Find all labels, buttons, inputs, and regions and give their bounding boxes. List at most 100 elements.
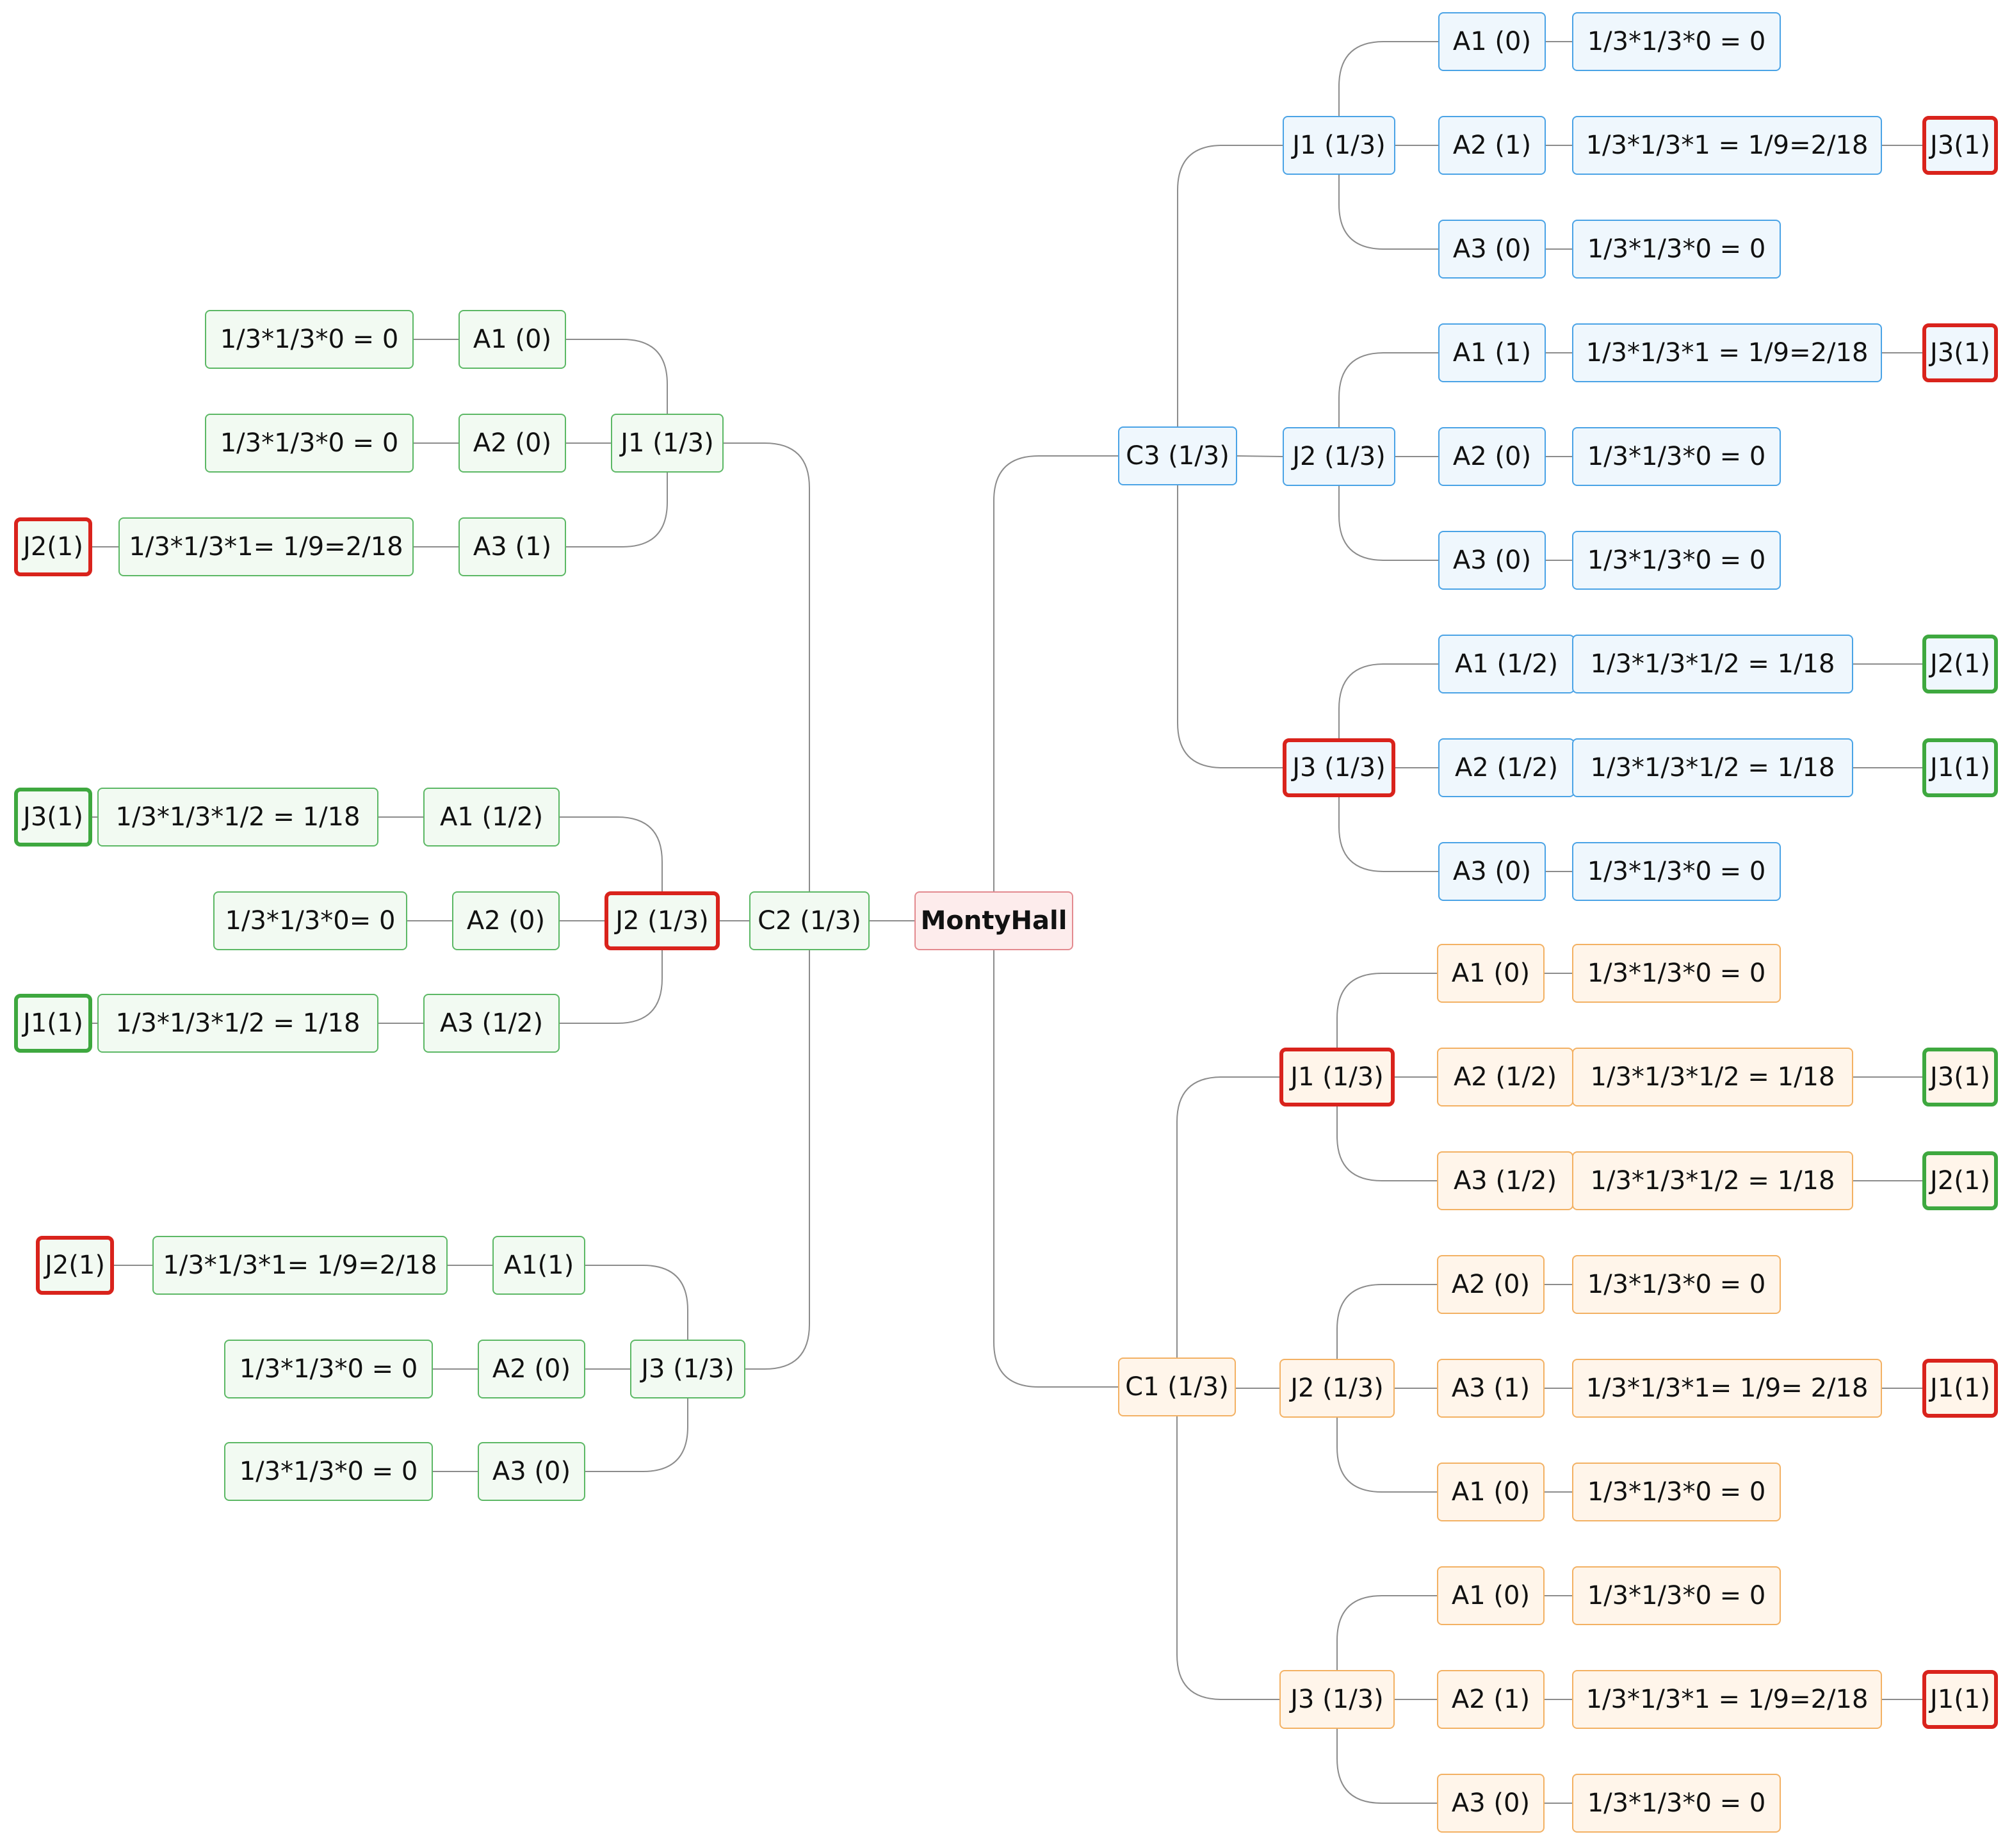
j-a-link bbox=[585, 1398, 688, 1472]
a-node[interactable]: A2 (0) bbox=[1437, 1255, 1545, 1314]
calc-node[interactable]: 1/3*1/3*0 = 0 bbox=[205, 310, 414, 369]
result-node[interactable]: J3(1) bbox=[1922, 1048, 1998, 1106]
calc-node[interactable]: 1/3*1/3*0 = 0 bbox=[1572, 944, 1781, 1003]
calc-node[interactable]: 1/3*1/3*0 = 0 bbox=[1572, 1566, 1781, 1625]
a-node[interactable]: A3 (1/2) bbox=[423, 994, 560, 1053]
a-node[interactable]: A1 (0) bbox=[1438, 12, 1546, 71]
calc-node[interactable]: 1/3*1/3*0 = 0 bbox=[1572, 1774, 1781, 1833]
a-node[interactable]: A3 (1) bbox=[1437, 1359, 1545, 1418]
root-node-montyhall[interactable]: MontyHall bbox=[914, 891, 1073, 950]
j-a-link bbox=[1336, 1595, 1437, 1670]
j-node[interactable]: J1 (1/3) bbox=[1279, 1048, 1395, 1106]
j-node[interactable]: J1 (1/3) bbox=[611, 414, 724, 473]
a-node[interactable]: A2 (0) bbox=[1438, 427, 1546, 486]
a-node[interactable]: A1 (1/2) bbox=[1438, 635, 1575, 693]
calc-node[interactable]: 1/3*1/3*1= 1/9=2/18 bbox=[118, 517, 414, 576]
a-node[interactable]: A1 (1) bbox=[1438, 323, 1546, 382]
j-a-link bbox=[1338, 797, 1438, 872]
j-node[interactable]: J3 (1/3) bbox=[630, 1340, 745, 1398]
result-node[interactable]: J1(1) bbox=[14, 994, 92, 1053]
a-node[interactable]: A3 (0) bbox=[1437, 1774, 1545, 1833]
calc-node[interactable]: 1/3*1/3*0= 0 bbox=[213, 891, 407, 950]
calc-node[interactable]: 1/3*1/3*1/2 = 1/18 bbox=[1572, 635, 1853, 693]
result-node[interactable]: J3(1) bbox=[14, 788, 92, 847]
branch-node-1[interactable]: C1 (1/3) bbox=[1118, 1358, 1236, 1416]
calc-node[interactable]: 1/3*1/3*1 = 1/9=2/18 bbox=[1572, 1670, 1882, 1729]
j-node[interactable]: J1 (1/3) bbox=[1283, 116, 1395, 175]
branch-node-0[interactable]: C3 (1/3) bbox=[1118, 426, 1237, 485]
result-node[interactable]: J2(1) bbox=[1922, 1151, 1998, 1210]
j-node[interactable]: J2 (1/3) bbox=[604, 891, 720, 950]
branch-j-link bbox=[724, 442, 810, 891]
calc-node[interactable]: 1/3*1/3*1 = 1/9=2/18 bbox=[1572, 116, 1882, 175]
j-a-link bbox=[566, 339, 668, 414]
branch-j-link bbox=[1177, 485, 1283, 768]
calc-node[interactable]: 1/3*1/3*0 = 0 bbox=[1572, 427, 1781, 486]
a-node[interactable]: A1 (0) bbox=[1437, 944, 1545, 1003]
j-a-link bbox=[1338, 175, 1438, 250]
calc-node[interactable]: 1/3*1/3*1/2 = 1/18 bbox=[1572, 1151, 1853, 1210]
a-node[interactable]: A2 (1) bbox=[1438, 116, 1546, 175]
calc-node[interactable]: 1/3*1/3*1/2 = 1/18 bbox=[1572, 738, 1853, 797]
j-a-link bbox=[1336, 1418, 1437, 1493]
a-node[interactable]: A3 (0) bbox=[1438, 842, 1546, 901]
a-node[interactable]: A1 (0) bbox=[458, 310, 566, 369]
a-node[interactable]: A1(1) bbox=[492, 1236, 585, 1295]
calc-node[interactable]: 1/3*1/3*0 = 0 bbox=[1572, 220, 1781, 279]
a-node[interactable]: A2 (0) bbox=[478, 1340, 585, 1398]
a-node[interactable]: A3 (0) bbox=[1438, 531, 1546, 590]
calc-node[interactable]: 1/3*1/3*1/2 = 1/18 bbox=[97, 788, 378, 847]
calc-node[interactable]: 1/3*1/3*1 = 1/9=2/18 bbox=[1572, 323, 1882, 382]
j-a-link bbox=[1336, 1106, 1437, 1181]
a-node[interactable]: A3 (1/2) bbox=[1437, 1151, 1573, 1210]
a-node[interactable]: A2 (1/2) bbox=[1438, 738, 1575, 797]
calc-node[interactable]: 1/3*1/3*0 = 0 bbox=[224, 1340, 433, 1398]
j-a-link bbox=[1338, 486, 1438, 561]
result-node[interactable]: J1(1) bbox=[1922, 1670, 1998, 1729]
a-node[interactable]: A3 (0) bbox=[1438, 220, 1546, 279]
result-node[interactable]: J3(1) bbox=[1922, 116, 1998, 175]
j-node[interactable]: J3 (1/3) bbox=[1283, 738, 1395, 797]
result-node[interactable]: J1(1) bbox=[1922, 1359, 1998, 1418]
result-node[interactable]: J1(1) bbox=[1922, 738, 1998, 797]
calc-node[interactable]: 1/3*1/3*0 = 0 bbox=[224, 1442, 433, 1501]
j-node[interactable]: J3 (1/3) bbox=[1279, 1670, 1395, 1729]
a-node[interactable]: A1 (0) bbox=[1437, 1566, 1545, 1625]
j-a-link bbox=[585, 1265, 688, 1340]
a-node[interactable]: A2 (1/2) bbox=[1437, 1048, 1573, 1106]
a-node[interactable]: A2 (0) bbox=[458, 414, 566, 473]
branch-j-link bbox=[1237, 455, 1283, 457]
calc-node[interactable]: 1/3*1/3*1= 1/9= 2/18 bbox=[1572, 1359, 1882, 1418]
a-node[interactable]: A2 (1) bbox=[1437, 1670, 1545, 1729]
branch-node-2[interactable]: C2 (1/3) bbox=[749, 891, 870, 950]
j-a-link bbox=[560, 950, 663, 1024]
result-node[interactable]: J3(1) bbox=[1922, 323, 1998, 382]
a-node[interactable]: A1 (0) bbox=[1437, 1463, 1545, 1521]
j-a-link bbox=[1336, 973, 1437, 1048]
branch-j-link bbox=[1176, 1416, 1279, 1700]
j-a-link bbox=[1336, 1729, 1437, 1804]
result-node[interactable]: J2(1) bbox=[1922, 635, 1998, 693]
j-node[interactable]: J2 (1/3) bbox=[1279, 1359, 1395, 1418]
calc-node[interactable]: 1/3*1/3*1= 1/9=2/18 bbox=[152, 1236, 448, 1295]
a-node[interactable]: A3 (0) bbox=[478, 1442, 585, 1501]
calc-node[interactable]: 1/3*1/3*1/2 = 1/18 bbox=[1572, 1048, 1853, 1106]
j-a-link bbox=[1338, 352, 1438, 427]
result-node[interactable]: J2(1) bbox=[36, 1236, 114, 1295]
j-a-link bbox=[566, 473, 668, 547]
branch-j-link bbox=[1176, 1076, 1279, 1358]
calc-node[interactable]: 1/3*1/3*0 = 0 bbox=[1572, 12, 1781, 71]
calc-node[interactable]: 1/3*1/3*0 = 0 bbox=[205, 414, 414, 473]
calc-node[interactable]: 1/3*1/3*0 = 0 bbox=[1572, 1463, 1781, 1521]
a-node[interactable]: A1 (1/2) bbox=[423, 788, 560, 847]
calc-node[interactable]: 1/3*1/3*0 = 0 bbox=[1572, 842, 1781, 901]
calc-node[interactable]: 1/3*1/3*0 = 0 bbox=[1572, 1255, 1781, 1314]
calc-node[interactable]: 1/3*1/3*1/2 = 1/18 bbox=[97, 994, 378, 1053]
calc-node[interactable]: 1/3*1/3*0 = 0 bbox=[1572, 531, 1781, 590]
a-node[interactable]: A2 (0) bbox=[452, 891, 560, 950]
j-node[interactable]: J2 (1/3) bbox=[1283, 427, 1395, 486]
result-node[interactable]: J2(1) bbox=[14, 517, 92, 576]
a-node[interactable]: A3 (1) bbox=[458, 517, 566, 576]
